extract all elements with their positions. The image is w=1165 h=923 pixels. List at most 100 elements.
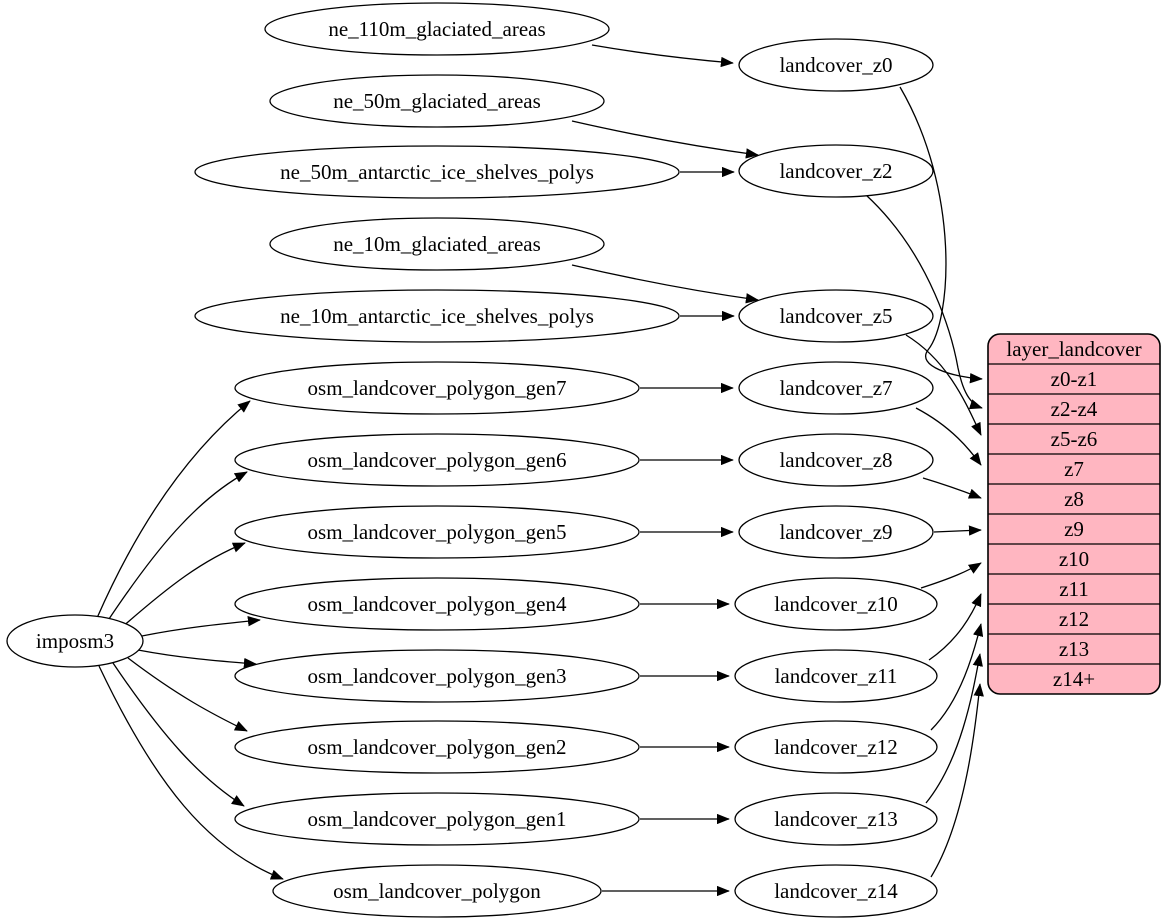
- node-imposm3: imposm3: [6, 614, 144, 668]
- source-ellipse: [234, 792, 640, 846]
- edge-z2-row: [865, 194, 983, 410]
- node-label: landcover_z2: [779, 159, 892, 183]
- node-label: osm_landcover_polygon_gen3: [308, 664, 567, 688]
- node-label: imposm3: [36, 629, 114, 653]
- intermediate-ellipse: [738, 361, 934, 415]
- node-label: landcover_z8: [779, 448, 892, 472]
- node-label: landcover_z12: [774, 735, 898, 759]
- source-ellipse: [234, 649, 640, 703]
- node-label: landcover_z5: [779, 304, 892, 328]
- node-osm-landcover-polygon-gen7: osm_landcover_polygon_gen7: [234, 361, 640, 415]
- node-ne-50m-glaciated-areas: ne_50m_glaciated_areas: [269, 74, 605, 128]
- node-label: osm_landcover_polygon_gen7: [308, 376, 567, 400]
- node-osm-landcover-polygon-gen2: osm_landcover_polygon_gen2: [234, 720, 640, 774]
- table-row-label: z13: [1059, 637, 1089, 661]
- node-ne-50m-antarctic-ice-shelves-polys: ne_50m_antarctic_ice_shelves_polys: [194, 145, 680, 199]
- source-ellipse: [234, 433, 640, 487]
- node-label: ne_10m_glaciated_areas: [333, 232, 541, 256]
- source-ellipse: [272, 864, 602, 918]
- source-ellipse: [264, 2, 610, 56]
- edge-z9-row: [933, 525, 982, 536]
- source-ellipse: [234, 720, 640, 774]
- node-osm-landcover-polygon-gen5: osm_landcover_polygon_gen5: [234, 505, 640, 559]
- intermediate-ellipse: [734, 649, 938, 703]
- node-label: landcover_z0: [779, 53, 892, 77]
- edge-z5-row: [905, 334, 982, 436]
- node-label: ne_50m_glaciated_areas: [333, 89, 541, 113]
- edge-layer: [96, 44, 984, 897]
- edge-imposm3-gen2: [127, 657, 248, 732]
- node-ne-10m-glaciated-areas: ne_10m_glaciated_areas: [269, 217, 605, 271]
- node-label: osm_landcover_polygon_gen2: [308, 735, 567, 759]
- node-landcover-z2: landcover_z2: [738, 144, 934, 198]
- edge-imposm3-gen7: [96, 400, 251, 619]
- source-ellipse: [269, 217, 605, 271]
- node-label: landcover_z10: [774, 592, 898, 616]
- layer-landcover-table: layer_landcover z0-z1 z2-z4 z5-z6 z7 z8 …: [987, 333, 1161, 695]
- table-row-label: z8: [1064, 487, 1084, 511]
- node-label: osm_landcover_polygon_gen1: [308, 807, 567, 831]
- source-ellipse: [234, 361, 640, 415]
- edge-imposm3-gen6: [106, 471, 248, 623]
- intermediate-ellipse: [734, 720, 938, 774]
- node-landcover-z7: landcover_z7: [738, 361, 934, 415]
- edge-z8-row: [922, 477, 982, 499]
- edge-ne110m-z0: [591, 44, 734, 68]
- table-row-label: z11: [1059, 577, 1089, 601]
- node-label: osm_landcover_polygon: [333, 879, 541, 903]
- node-label: landcover_z13: [774, 807, 898, 831]
- edge-z0-row: [899, 86, 983, 384]
- imposm3-ellipse: [6, 614, 144, 668]
- node-label: osm_landcover_polygon_gen4: [308, 592, 567, 616]
- edge-imposm3-gen1: [112, 662, 245, 807]
- node-label: landcover_z7: [779, 376, 892, 400]
- edge-imposm3-gen5: [119, 542, 246, 630]
- intermediate-ellipse: [734, 577, 938, 631]
- edge-ne50m-glaciated-z2: [571, 120, 759, 159]
- node-landcover-z13: landcover_z13: [734, 792, 938, 846]
- source-ellipse: [234, 577, 640, 631]
- node-osm-landcover-polygon-gen4: osm_landcover_polygon_gen4: [234, 577, 640, 631]
- edge-imposm3-gen3: [137, 649, 257, 669]
- node-landcover-z11: landcover_z11: [734, 649, 938, 703]
- intermediate-ellipse: [738, 505, 934, 559]
- intermediate-ellipse: [734, 864, 938, 918]
- node-label: ne_50m_antarctic_ice_shelves_polys: [280, 160, 594, 184]
- source-ellipse: [194, 145, 680, 199]
- intermediate-ellipse: [738, 144, 934, 198]
- node-label: ne_10m_antarctic_ice_shelves_polys: [280, 304, 594, 328]
- intermediate-ellipse: [738, 38, 934, 92]
- edge-z13-row: [925, 653, 983, 804]
- intermediate-ellipse: [734, 792, 938, 846]
- node-osm-landcover-polygon-gen3: osm_landcover_polygon_gen3: [234, 649, 640, 703]
- node-label: ne_110m_glaciated_areas: [328, 17, 545, 41]
- node-osm-landcover-polygon-gen6: osm_landcover_polygon_gen6: [234, 433, 640, 487]
- node-ne-110m-glaciated-areas: ne_110m_glaciated_areas: [264, 2, 610, 56]
- source-ellipse: [234, 505, 640, 559]
- table-row-label: z12: [1059, 607, 1089, 631]
- table-row-label: z10: [1059, 547, 1089, 571]
- node-landcover-z8: landcover_z8: [738, 433, 934, 487]
- node-label: landcover_z11: [775, 664, 898, 688]
- node-osm-landcover-polygon-gen1: osm_landcover_polygon_gen1: [234, 792, 640, 846]
- node-landcover-z14: landcover_z14: [734, 864, 938, 918]
- table-row-label: z2-z4: [1051, 397, 1098, 421]
- edge-z14-row: [930, 683, 984, 878]
- table-row-label: z7: [1064, 457, 1084, 481]
- table-row-label: z5-z6: [1051, 427, 1098, 451]
- edge-imposm3-gen4: [136, 616, 261, 638]
- node-landcover-z12: landcover_z12: [734, 720, 938, 774]
- table-row-label: z14+: [1053, 667, 1095, 691]
- intermediate-ellipse: [738, 289, 934, 343]
- node-label: osm_landcover_polygon_gen5: [308, 520, 567, 544]
- edge-z7-row: [915, 407, 982, 466]
- edge-ne10m-glaciated-z5: [571, 264, 759, 304]
- node-osm-landcover-polygon: osm_landcover_polygon: [272, 864, 602, 918]
- edge-z11-row: [928, 593, 982, 661]
- node-landcover-z0: landcover_z0: [738, 38, 934, 92]
- node-landcover-z9: landcover_z9: [738, 505, 934, 559]
- node-landcover-z5: landcover_z5: [738, 289, 934, 343]
- table-row-label: z0-z1: [1051, 367, 1098, 391]
